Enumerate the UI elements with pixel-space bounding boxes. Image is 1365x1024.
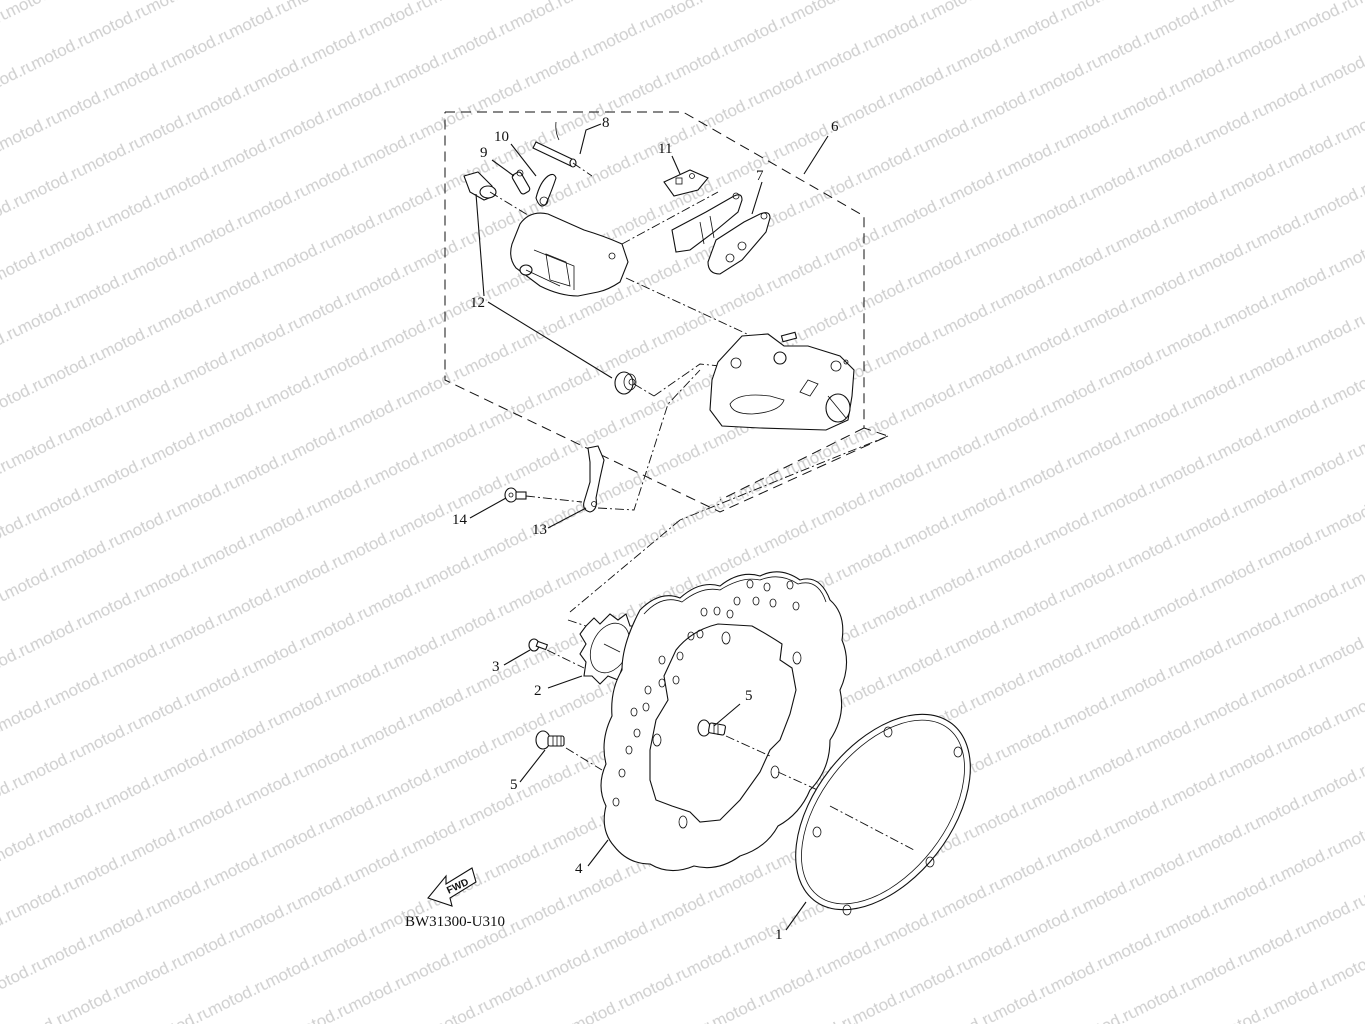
callout-7: 7: [756, 168, 764, 184]
disc-bolt-center-part: [697, 719, 771, 757]
small-screw-part: [528, 638, 585, 669]
callout-9: 9: [480, 145, 488, 161]
disc-holes: [612, 579, 802, 829]
callout-4: 4: [575, 861, 583, 877]
callout-labels: 1 2 3 4 5 5 6 7 8 9 10 11 12 13 14: [452, 115, 839, 943]
callout-5-left: 5: [510, 777, 518, 793]
bolt-part-14: [504, 487, 583, 503]
brake-disc-part: [600, 571, 848, 872]
bracket-arm-part-13: [583, 369, 701, 513]
bracket-to-disc-line: [679, 435, 889, 521]
assembly-axis-line: [569, 519, 681, 613]
boot-part-12-lower: [614, 361, 737, 397]
caliper-body: [510, 191, 761, 341]
callout-3: 3: [492, 659, 500, 675]
callout-2: 2: [534, 683, 542, 699]
bleed-screw-part: [511, 169, 531, 195]
callout-6: 6: [831, 119, 839, 135]
caliper-bracket-part: [709, 331, 855, 431]
pad-pin-part: [532, 121, 593, 177]
callout-5-center: 5: [745, 688, 753, 704]
disc-bolt-left-part: [535, 730, 603, 771]
caliper-assembly-boundary: [444, 111, 890, 513]
leader-lines: [469, 123, 829, 931]
callout-11: 11: [658, 141, 672, 157]
diagram-code: BW31300-U310: [405, 914, 505, 930]
pad-spring-part: [663, 169, 709, 197]
callout-1: 1: [775, 927, 783, 943]
callout-8: 8: [602, 115, 610, 131]
brake-pads-part: [671, 192, 771, 275]
forward-direction-arrow-icon: FWD: [427, 867, 477, 907]
callout-10: 10: [494, 129, 509, 145]
gasket-ring-part: [795, 713, 971, 916]
callout-13: 13: [532, 522, 547, 538]
callout-12: 12: [470, 295, 485, 311]
cap-part: [535, 173, 557, 207]
bolt-part-12-top: [463, 171, 537, 221]
callout-14: 14: [452, 512, 468, 528]
